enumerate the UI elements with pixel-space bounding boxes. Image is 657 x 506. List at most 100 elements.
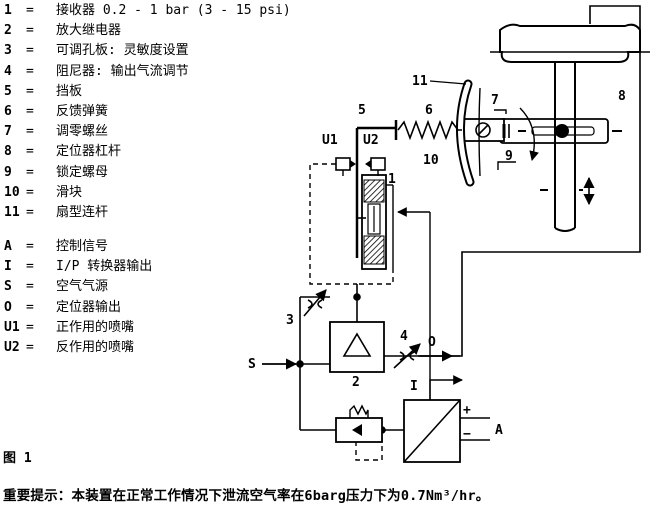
label-6: 6: [425, 103, 433, 118]
label-i: I: [410, 379, 418, 394]
legend-equals: =: [26, 23, 34, 39]
legend-equals: =: [26, 184, 34, 200]
label-2: 2: [352, 375, 360, 390]
label-minus: −: [463, 427, 471, 442]
legend-key: 9: [4, 164, 12, 180]
legend-text: 调零螺丝: [56, 124, 109, 140]
legend-key: 6: [4, 104, 12, 119]
legend-text: 阻尼器: 输出气流调节: [56, 63, 189, 79]
legend-equals: =: [26, 164, 34, 180]
label-10: 10: [423, 153, 439, 168]
label-3: 3: [286, 313, 294, 328]
label-4: 4: [400, 329, 408, 344]
label-s: S: [248, 357, 256, 372]
legend-text: 控制信号: [56, 239, 109, 254]
legend-item: I = I/P 转换器输出: [4, 258, 152, 276]
legend-text: 定位器输出: [56, 299, 122, 315]
legend-equals: =: [26, 83, 34, 99]
legend-text: I/P 转换器输出: [56, 259, 153, 275]
actuator: [418, 5, 650, 357]
legend-item: 10 = 滑块: [4, 184, 82, 202]
legend-key: I: [4, 259, 12, 275]
nozzles: [335, 157, 386, 176]
legend-equals: =: [26, 239, 34, 254]
legend-equals: =: [26, 3, 34, 18]
legend-item: 3 = 可调孔板: 灵敏度设置: [4, 42, 189, 60]
legend-equals: =: [26, 299, 34, 315]
legend-text: 反作用的喷嘴: [56, 340, 135, 355]
legend-key: 11: [4, 205, 20, 220]
label-7: 7: [491, 93, 499, 108]
legend-equals: =: [26, 124, 34, 140]
legend-key: 8: [4, 144, 12, 160]
legend-text: 扇型连杆: [56, 205, 109, 220]
legend-item: 6 = 反馈弹簧: [4, 103, 108, 121]
legend-text: 挡板: [56, 83, 83, 99]
damper: [393, 343, 421, 369]
legend-item: 7 = 调零螺丝: [4, 123, 108, 141]
dashed-vent-lines: [309, 163, 394, 461]
legend-equals: =: [26, 63, 34, 79]
legend-text: 滑块: [56, 184, 83, 200]
legend-item: O = 定位器输出: [4, 299, 121, 317]
legend-key: 3: [4, 43, 12, 59]
legend-item: U1=正作用的喷嘴: [4, 319, 134, 337]
label-9: 9: [505, 149, 513, 164]
adjustable-orifice: [303, 289, 327, 317]
legend-equals: =: [26, 205, 34, 220]
legend-text: 空气气源: [56, 279, 109, 295]
legend-text: 放大继电器: [56, 23, 122, 39]
ip-converter: [403, 375, 490, 463]
label-a: A: [495, 423, 503, 438]
legend-item: U2 = 反作用的喷嘴: [4, 339, 134, 357]
legend-key: S: [4, 279, 12, 295]
legend-text: 定位器杠杆: [56, 144, 122, 160]
legend-item: 4 = 阻尼器: 输出气流调节: [4, 63, 189, 81]
pressure-regulator: [335, 404, 383, 443]
figure-label: 图 1: [3, 451, 32, 466]
legend-text: 接收器 0.2 - 1 bar (3 - 15 psi): [56, 3, 291, 18]
legend-equals: =: [26, 319, 34, 335]
flapper: [355, 126, 396, 258]
legend-item: A = 控制信号: [4, 238, 108, 256]
legend-equals: =: [26, 144, 34, 160]
legend-key: 2: [4, 23, 12, 39]
legend-key: 4: [4, 63, 12, 79]
label-1: 1: [388, 172, 396, 187]
legend-key: O: [4, 299, 12, 315]
label-5: 5: [358, 103, 366, 118]
legend-equals: =: [26, 104, 34, 119]
label-u1: U1: [322, 133, 338, 148]
label-o: O: [428, 335, 436, 350]
legend-equals: =: [26, 340, 34, 355]
label-u2: U2: [363, 133, 379, 148]
label-8: 8: [618, 89, 626, 104]
receiver: [357, 174, 431, 400]
legend-key: 7: [4, 124, 12, 140]
legend-item: 1 = 接收器 0.2 - 1 bar (3 - 15 psi): [4, 2, 291, 20]
legend-key: A: [4, 239, 12, 254]
fan-link: [429, 79, 481, 187]
legend-item: 11 = 扇型连杆: [4, 204, 108, 222]
legend-item: 9 = 锁定螺母: [4, 164, 108, 182]
positioner-lever: [461, 107, 622, 170]
legend-equals: =: [26, 279, 34, 295]
legend-key: U1: [4, 319, 20, 335]
label-plus: +: [463, 403, 471, 418]
legend-key: U2: [4, 340, 20, 355]
legend-item: 8 = 定位器杠杆: [4, 143, 121, 161]
legend-item: S = 空气气源: [4, 278, 108, 296]
legend-text: 锁定螺母: [56, 164, 109, 180]
legend-item: 2 = 放大继电器: [4, 22, 121, 40]
legend-item: 5=挡板: [4, 83, 82, 101]
legend-text: 反馈弹簧: [56, 104, 109, 119]
legend-text: 可调孔板: 灵敏度设置: [56, 43, 189, 59]
legend-key: 10: [4, 184, 20, 200]
important-note: 重要提示：本装置在正常工作情况下泄流空气率在6barg压力下为0.7Nm³/hr…: [3, 488, 490, 504]
feedback-spring: [394, 119, 462, 141]
legend-key: 1: [4, 3, 12, 18]
legend-equals: =: [26, 259, 34, 275]
legend-equals: =: [26, 43, 34, 59]
